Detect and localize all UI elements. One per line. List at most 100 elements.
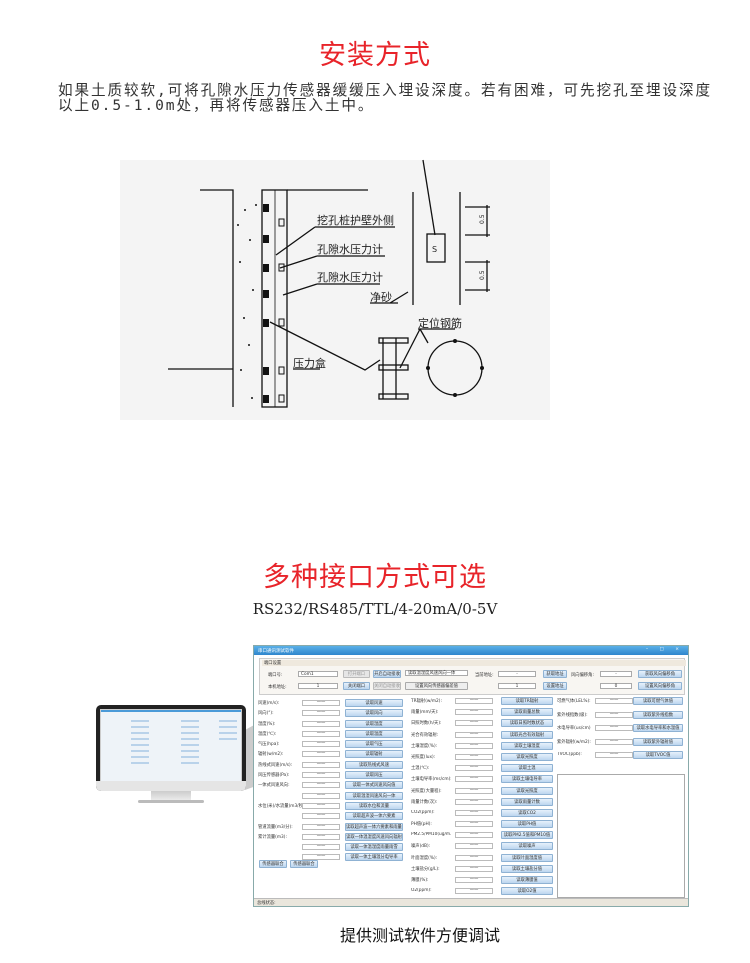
sensor-label: 叶面湿度(%): — [411, 855, 438, 861]
read-sensor-button[interactable]: 读取紫外辐射值 — [633, 737, 683, 746]
read-sensor-button[interactable]: 读取水电导率和水温值 — [633, 724, 683, 732]
local-addr-input[interactable]: 1 — [298, 683, 338, 689]
sensor-row: 光照度(大量程):——读取光照度 — [411, 786, 561, 797]
read-sensor-button[interactable]: 读取噪声 — [501, 842, 553, 851]
status-label: 总线状态: — [257, 901, 276, 906]
window-controls[interactable]: – □ × — [645, 647, 684, 652]
read-sensor-button[interactable]: 读取辐射 — [345, 750, 403, 759]
read-sensor-button[interactable]: 读取土壤电导率 — [501, 775, 553, 784]
sensor-label: 噪声(dB): — [411, 844, 431, 850]
read-sensor-button[interactable]: 读取超声波一体六要素和雨量计 — [345, 822, 403, 831]
sensor-row: 管道流量(m3/分):——读取超声波一体六要素和雨量计 — [258, 822, 408, 832]
read-sensor-button[interactable]: 读取雨量计数 — [501, 797, 553, 806]
sensor-label: 雨量计数(次): — [411, 799, 438, 805]
sensor-row: CO2(ppm):——读取CO2 — [411, 808, 561, 819]
start-auto-receive-button[interactable]: 开启自动接收 — [373, 670, 401, 678]
sensor-value: —— — [455, 742, 493, 749]
sensor-combine-button[interactable]: 传感器联合 — [259, 860, 287, 868]
sensor-value: —— — [302, 741, 340, 748]
sensor-value: —— — [455, 798, 493, 805]
read-sensor-button[interactable]: 读取温湿风速风向一体 — [345, 791, 403, 800]
sensor-row: 风压传感器(Pa):——读取风压 — [258, 770, 408, 780]
sensor-label: CO2(ppm): — [411, 809, 435, 815]
sensor-label: 湿度(%): — [258, 721, 276, 727]
read-sensor-button[interactable]: 读取PM2.5值和PM10值 — [501, 831, 553, 840]
read-sensor-button[interactable]: 读取TR辐射 — [501, 697, 553, 705]
read-sensor-button[interactable]: 读取气压 — [345, 740, 403, 749]
close-port-button[interactable]: 关闭端口 — [343, 682, 370, 690]
sensor-row: 日照时数(h/天):——读取日照时数状态 — [411, 718, 561, 729]
output-textarea[interactable] — [557, 774, 685, 898]
read-sensor-button[interactable]: 读取一体土壤温分电导率 — [345, 853, 403, 862]
wind-offset-set-input[interactable]: 0 — [600, 683, 632, 689]
new-addr-input[interactable]: 1 — [498, 683, 536, 689]
read-sensor-button[interactable]: 读取风速 — [345, 699, 403, 707]
read-sensor-button[interactable]: 读取光合有效辐射 — [501, 730, 553, 739]
sensor-row: TVOC(ppb):——读取TVOC值 — [557, 750, 687, 764]
sensor-column-3: 可燃气体(LEL%):——读取可燃气体值紫外线指数(级):——读取紫外线指数水电… — [557, 696, 687, 764]
monitor-illustration — [96, 705, 246, 805]
sensor-row: 水位(米)/水流量(m3/秒):——读取水位和流量 — [258, 801, 408, 811]
read-sensor-button[interactable]: 读取土壤盐分值 — [501, 864, 553, 873]
set-offset-button[interactable]: 设置风向偏移角 — [638, 682, 682, 690]
read-sensor-button[interactable]: 读取可燃气体值 — [633, 697, 683, 705]
sensor-value: —— — [455, 720, 493, 727]
read-sensor-button[interactable]: 读取土壤湿度 — [501, 741, 553, 750]
read-sensor-button[interactable]: 读取薄膜值 — [501, 876, 553, 884]
sensors — [263, 204, 269, 403]
sensor-value: —— — [302, 761, 340, 768]
sensor-value: —— — [302, 782, 340, 789]
read-sensor-button[interactable]: 读取O2值 — [501, 887, 553, 896]
wind-offset-input[interactable]: - — [600, 671, 632, 677]
sensor-value: —— — [455, 765, 493, 772]
read-sensor-button[interactable]: 读取一体温湿度雨量雨雪 — [345, 843, 403, 852]
read-sensor-button[interactable]: 读取日照时数状态 — [501, 719, 553, 728]
sensor-row: ——读取一体土壤温分电导率 — [258, 852, 408, 862]
open-port-button[interactable]: 打开端口 — [343, 670, 370, 678]
mode-select[interactable]: 读取温湿度风速风向一体 — [405, 670, 468, 676]
sensor-value: —— — [302, 844, 340, 851]
read-sensor-button[interactable]: 读取CO2 — [501, 808, 553, 817]
sensor-row: 土壤电导率(ms/cm):——读取土壤电导率 — [411, 774, 561, 785]
read-sensor-button[interactable]: 读取TVOC值 — [633, 751, 683, 759]
sensor-row: 土温(℃):——读取土温 — [411, 763, 561, 774]
sensor-value: —— — [302, 772, 340, 779]
read-sensor-button[interactable]: 读取热线式风速 — [345, 760, 403, 769]
software-caption: 提供测试软件方便调试 — [339, 926, 500, 945]
get-addr-button[interactable]: 获取地址 — [543, 670, 567, 678]
get-offset-button[interactable]: 获取风向偏移角 — [638, 670, 682, 678]
stop-auto-receive-button[interactable]: 关闭自动接收 — [373, 682, 401, 690]
dotted-fill — [237, 204, 257, 399]
read-sensor-button[interactable]: 读取土温 — [501, 764, 553, 773]
sensor-label: 土壤盐分(g/L): — [411, 866, 440, 872]
sensor-value: —— — [595, 725, 633, 731]
sensor-label: 气压(hpa): — [258, 742, 280, 748]
read-sensor-button[interactable]: 读取风压 — [345, 771, 403, 780]
read-sensor-button[interactable]: 读取风向 — [345, 709, 403, 718]
read-sensor-button[interactable]: 读取水位和流量 — [345, 801, 403, 810]
sensor-label: 温度(℃): — [258, 731, 277, 737]
read-sensor-button[interactable]: 读取光照度 — [501, 786, 553, 795]
read-sensor-button[interactable]: 读取雨量总数 — [501, 708, 553, 717]
current-addr-input[interactable]: - — [498, 671, 536, 677]
sensor-row: 薄膜(%):——读取薄膜值 — [411, 875, 561, 886]
read-sensor-button[interactable]: 读取一体式风速风向值 — [345, 781, 403, 790]
set-addr-button[interactable]: 设置地址 — [543, 682, 567, 690]
read-sensor-button[interactable]: 读取PH值 — [501, 820, 553, 829]
sensor-row: 气压(hpa): —— 读取气压 — [258, 739, 408, 749]
read-sensor-button[interactable]: 读取湿度 — [345, 719, 403, 728]
read-sensor-button[interactable]: 读取温度 — [345, 729, 403, 738]
read-sensor-button[interactable]: 读取光照度 — [501, 752, 553, 761]
sensor-label: 光合有效辐射: — [411, 732, 439, 738]
read-sensor-button[interactable]: 读取叶面湿度值 — [501, 853, 553, 862]
set-wind-offset-button[interactable]: 设置风向传感器偏差值 — [405, 682, 468, 690]
read-sensor-button[interactable]: 读取紫外线指数 — [633, 710, 683, 719]
read-sensor-button[interactable]: 读取超声波一体六要素 — [345, 812, 403, 821]
read-sensor-button[interactable]: 读取一体温湿度风速风向辐射 — [345, 832, 403, 841]
sensor-value: —— — [455, 709, 493, 716]
sensor-row: 可燃气体(LEL%):——读取可燃气体值 — [557, 696, 687, 710]
port-select[interactable]: Com1 — [298, 671, 338, 677]
sensor-value: —— — [302, 802, 340, 809]
section-title-installation: 安装方式 — [319, 40, 431, 71]
sensor-combine-button[interactable]: 传感器联合 — [290, 860, 318, 868]
